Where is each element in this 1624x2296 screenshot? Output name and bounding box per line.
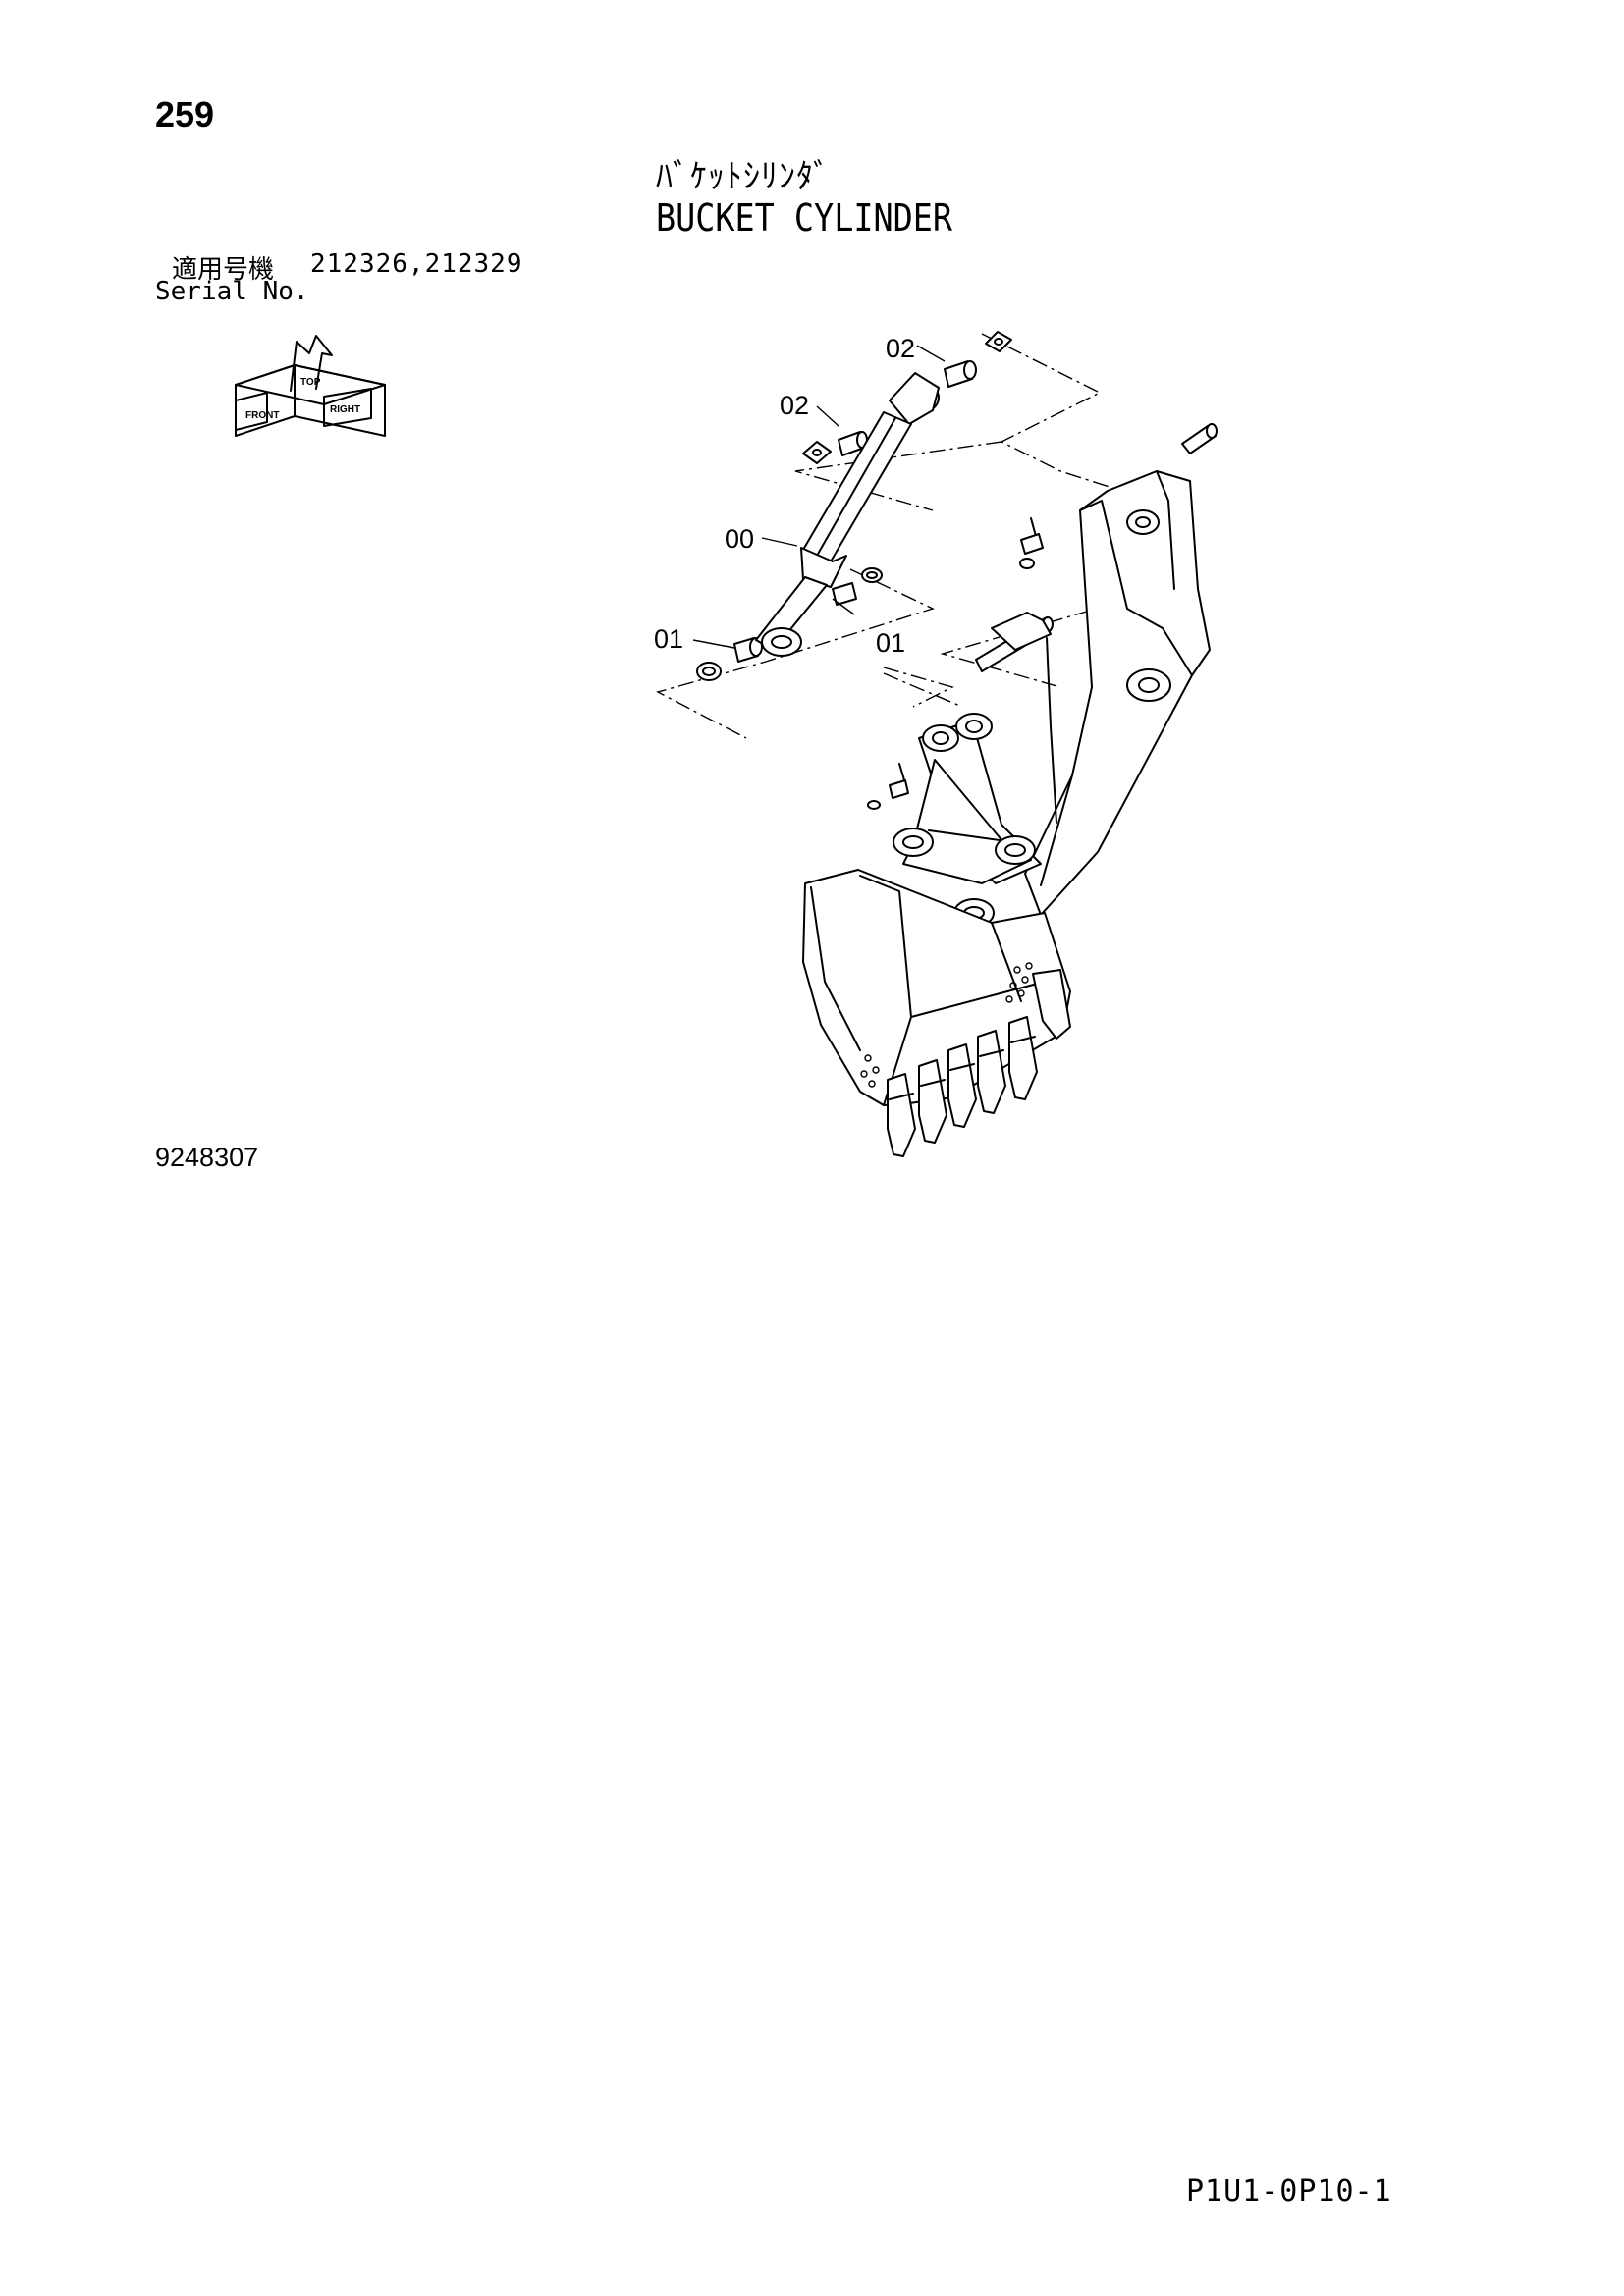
- serial-numbers: 212326,212329: [310, 249, 523, 279]
- callout-02-top: 02: [886, 334, 915, 363]
- orientation-cube-icon: FRONT TOP RIGHT: [235, 335, 386, 437]
- page-code: P1U1-0P10-1: [1186, 2174, 1392, 2209]
- serial-label: Serial No.: [155, 277, 309, 306]
- leader-lines: [692, 345, 946, 649]
- orientation-label-front: FRONT: [245, 410, 279, 421]
- callout-01-left: 01: [654, 624, 683, 654]
- title-japanese: ﾊﾞｹｯﾄｼﾘﾝﾀﾞ: [656, 157, 831, 196]
- bucket-links: [893, 713, 1042, 928]
- page-number: 259: [155, 94, 215, 134]
- callout-02-left: 02: [780, 391, 809, 420]
- orientation-label-right: RIGHT: [330, 404, 360, 415]
- drawing-number: 9248307: [155, 1143, 259, 1172]
- assembly-lines: [656, 333, 1160, 739]
- callout-00: 00: [725, 524, 754, 554]
- orientation-label-top: TOP: [300, 377, 321, 388]
- bucket: [802, 869, 1071, 1106]
- bucket-cylinder: [755, 372, 940, 657]
- page-title: BUCKET CYLINDER: [656, 196, 952, 240]
- serial-label-japanese: 適用号機: [172, 255, 275, 285]
- arm: [991, 470, 1211, 916]
- callout-01-right: 01: [876, 628, 905, 658]
- bucket-teeth: [887, 1016, 1038, 1157]
